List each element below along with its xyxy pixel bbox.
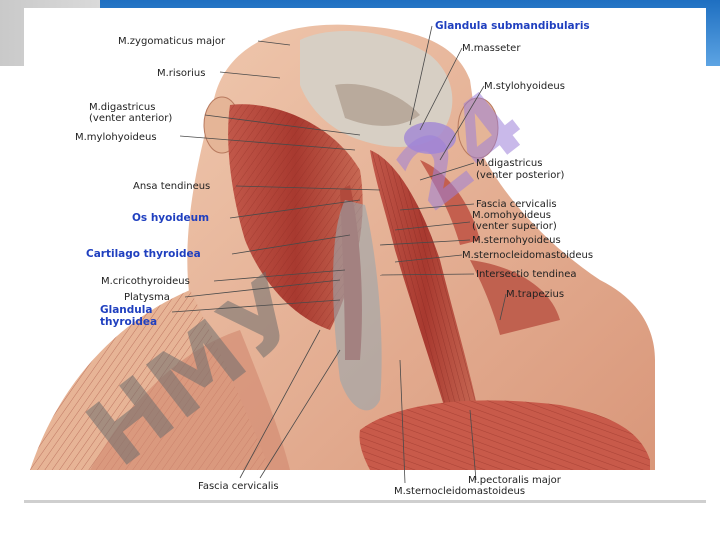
label-stylohyoideus: M.stylohyoideus	[484, 81, 565, 92]
label-omohyoideus-2: (venter superior)	[472, 221, 557, 232]
label-sternocleidomastoideus-right: M.sternocleidomastoideus	[462, 250, 593, 261]
label-fascia-cervicalis-right: Fascia cervicalis	[476, 199, 557, 210]
label-digastricus-posterior-2: (venter posterior)	[476, 170, 565, 181]
label-digastricus-posterior-1: M.digastricus	[476, 158, 542, 169]
label-masseter: M.masseter	[462, 43, 521, 54]
right-labels: Glandula submandibularis M.masseter M.st…	[435, 20, 593, 300]
label-glandula-thyroidea-1: Glandula	[100, 304, 152, 316]
label-digastricus-anterior-1: M.digastricus	[89, 102, 155, 113]
label-glandula-thyroidea-2: thyroidea	[100, 316, 157, 328]
label-cartilago-thyroidea: Cartilago thyroidea	[86, 248, 201, 260]
label-platysma: Platysma	[124, 292, 170, 303]
label-trapezius: M.trapezius	[506, 289, 564, 300]
label-intersectio-tendinea: Intersectio tendinea	[476, 269, 576, 280]
label-omohyoideus-1: M.omohyoideus	[472, 210, 551, 221]
label-sternocleidomastoideus-bottom: M.sternocleidomastoideus	[394, 486, 525, 497]
label-zygomaticus: M.zygomaticus major	[118, 36, 226, 47]
neck-muscles	[228, 104, 560, 425]
label-fascia-cervicalis-bottom: Fascia cervicalis	[198, 481, 279, 492]
label-pectoralis-major: M.pectoralis major	[468, 475, 562, 486]
submandibular-gland	[404, 122, 456, 154]
leader-lines	[171, 25, 507, 484]
left-labels: M.zygomaticus major M.risorius M.digastr…	[75, 36, 226, 328]
label-cricothyroideus: M.cricothyroideus	[101, 276, 190, 287]
slide-footer-rule	[24, 500, 706, 503]
label-ansa-tendineus: Ansa tendineus	[133, 181, 210, 192]
label-risorius: M.risorius	[157, 68, 205, 79]
label-sternohyoideus: M.sternohyoideus	[472, 235, 561, 246]
label-mylohyoideus: M.mylohyoideus	[75, 132, 157, 143]
pectoralis-muscle	[359, 400, 650, 470]
bottom-labels: Fascia cervicalis M.pectoralis major M.s…	[198, 475, 562, 497]
jaw-region	[300, 31, 453, 147]
label-glandula-submandibularis: Glandula submandibularis	[435, 20, 590, 32]
label-digastricus-anterior-2: (venter anterior)	[89, 113, 172, 124]
label-os-hyoideum: Os hyoideum	[132, 212, 209, 224]
platysma-region	[90, 330, 290, 470]
